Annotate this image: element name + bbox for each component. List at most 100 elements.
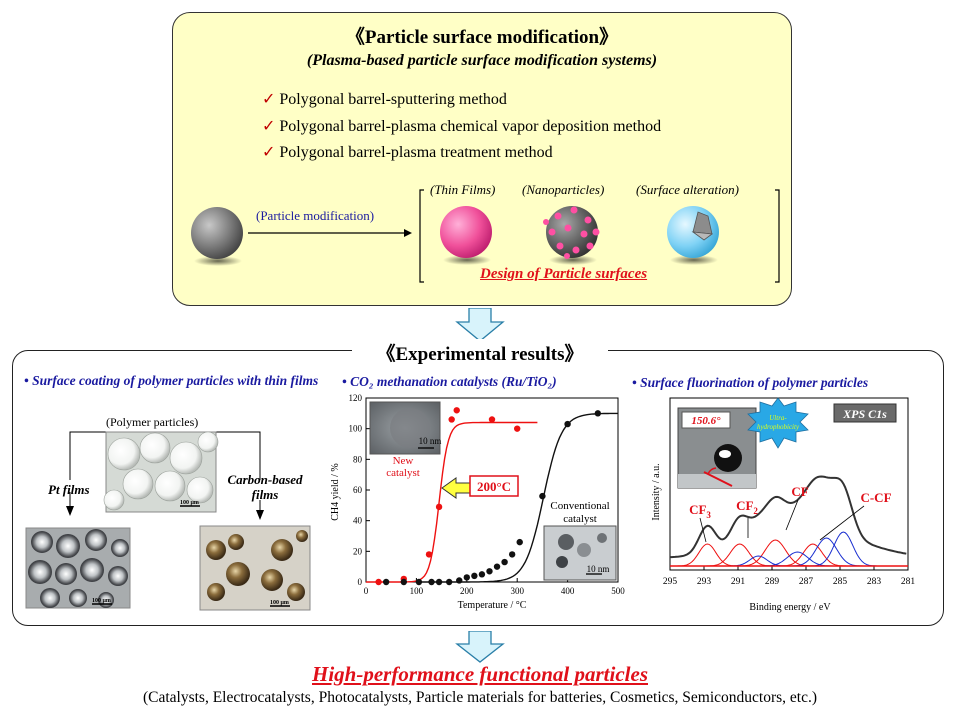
down-arrow-icon: [455, 631, 505, 663]
new-catalyst-point: [488, 416, 496, 423]
x-tick-label: 500: [611, 586, 625, 596]
right-bracket: [775, 189, 780, 283]
cf3-label: CF3: [689, 502, 711, 520]
y-tick-label: 80: [353, 454, 363, 464]
y-tick-label: 40: [353, 516, 363, 526]
x-tick-label: 400: [561, 586, 575, 596]
conventional-point: [435, 578, 443, 586]
xps-xlabel: Binding energy / eV: [749, 602, 831, 613]
conventional-catalyst-label: Conventional catalyst: [550, 500, 610, 525]
pt-coated-beads: [28, 529, 129, 608]
x-tick-label: 281: [901, 577, 916, 587]
conventional-point: [478, 571, 486, 578]
polymer-beads: [103, 431, 219, 511]
methanation-xlabel: Temperature / °C: [458, 600, 527, 611]
arrow-head-icon: [404, 229, 412, 237]
methanation-ylabel: CH4 yield / %: [330, 463, 341, 521]
particle-modification-label: (Particle modification): [256, 208, 375, 223]
burst-label: Ultra-: [769, 414, 787, 422]
final-subtitle: (Catalysts, Electrocatalysts, Photocatal…: [142, 689, 818, 706]
design-particle-surfaces-label: Design of Particle surfaces: [480, 266, 648, 282]
conventional-scale-label: 10 nm: [587, 564, 610, 574]
conventional-point: [501, 558, 508, 566]
conventional-point: [539, 492, 546, 500]
nanoparticles-label: (Nanoparticles): [522, 182, 605, 197]
conventional-point: [445, 578, 453, 586]
x-tick-label: 100: [410, 586, 424, 596]
xps-fit-peak: [670, 543, 907, 567]
x-tick-label: 300: [510, 586, 524, 596]
left-bracket: [419, 189, 424, 283]
check-icon: ✓: [262, 91, 276, 108]
conventional-point: [486, 568, 493, 575]
conventional-point: [516, 538, 523, 546]
xps-ylabel: Intensity / a.u.: [651, 463, 662, 520]
new-catalyst-fit-line: [366, 421, 538, 583]
new-catalyst-label: New catalyst: [386, 455, 420, 479]
conventional-point: [508, 551, 516, 558]
conventional-point: [415, 578, 423, 586]
conventional-point: [564, 420, 571, 428]
final-title: High-performance functional particles: [312, 662, 648, 686]
temperature-shift-badge: [469, 475, 519, 497]
conventional-point: [594, 410, 602, 417]
xps-fit-peak: [670, 531, 907, 567]
thin-film-particle-icon: [440, 206, 492, 258]
down-arrow-icon: [455, 308, 505, 342]
contact-angle-badge: [681, 411, 731, 429]
method-item-sputtering: ✓ Polygonal barrel-sputtering method: [262, 91, 507, 108]
particle-shadow: [194, 256, 242, 266]
fluorination-heading: • Surface fluorination of polymer partic…: [632, 375, 869, 390]
new-catalyst-point: [453, 407, 460, 414]
new-catalyst-point: [448, 416, 455, 423]
c-cf-label: C-CF: [860, 490, 891, 505]
svg-text:100 μm: 100 μm: [92, 598, 111, 604]
xps-c1s-label: XPS C1s: [842, 407, 887, 421]
ultra-hydrophobicity-burst: [747, 397, 809, 449]
particle-modification-diagram: [191, 189, 780, 283]
x-tick-label: 289: [765, 577, 780, 587]
conventional-point: [382, 578, 390, 586]
carbon-films-label: Carbon-based films: [227, 472, 303, 502]
new-catalyst-point: [375, 578, 382, 586]
modification-subtitle: (Plasma-based particle surface modificat…: [306, 52, 658, 69]
method-item-cvd: ✓ Polygonal barrel-plasma chemical vapor…: [262, 118, 662, 135]
conventional-point: [471, 572, 478, 580]
x-tick-label: 291: [731, 577, 746, 587]
new-catalyst-point: [425, 551, 433, 558]
cf2-label: CF2: [736, 498, 758, 516]
raw-particle-icon: [191, 207, 243, 259]
xps-fit-peak: [670, 543, 907, 567]
xps-c1s-badge: [833, 403, 897, 423]
experimental-title: 《Experimental results》: [352, 339, 608, 366]
xps-fit-peak: [670, 537, 907, 567]
new-scale-label: 10 nm: [419, 436, 442, 446]
conventional-point: [428, 578, 435, 586]
check-icon: ✓: [262, 118, 276, 135]
svg-text:100 μm: 100 μm: [270, 600, 289, 606]
svg-text:hydrophobicity: hydrophobicity: [757, 423, 800, 431]
methanation-heading: • CO₂ methanation catalysts (Ru/TiO₂): [342, 374, 557, 389]
y-tick-label: 100: [349, 424, 363, 434]
new-catalyst-point: [435, 503, 443, 511]
x-tick-label: 0: [364, 586, 369, 596]
x-tick-label: 285: [833, 577, 848, 587]
polymer-particles-label: (Polymer particles): [106, 415, 199, 429]
xps-envelope-line: [670, 475, 907, 559]
y-tick-label: 120: [349, 393, 363, 403]
new-catalyst-point: [514, 425, 521, 432]
conventional-point: [493, 563, 501, 570]
x-tick-label: 295: [663, 577, 678, 587]
conventional-point: [463, 574, 470, 581]
svg-text:100 μm: 100 μm: [180, 500, 199, 506]
nanoparticle-dots: [543, 206, 600, 259]
y-tick-label: 20: [353, 546, 363, 556]
water-droplet: [714, 444, 742, 472]
conventional-point: [400, 578, 407, 586]
modification-title: 《Particle surface modification》: [345, 27, 619, 48]
y-tick-label: 60: [353, 485, 363, 495]
temperature-shift-label: 200°C: [477, 479, 511, 494]
check-icon: ✓: [262, 144, 276, 161]
